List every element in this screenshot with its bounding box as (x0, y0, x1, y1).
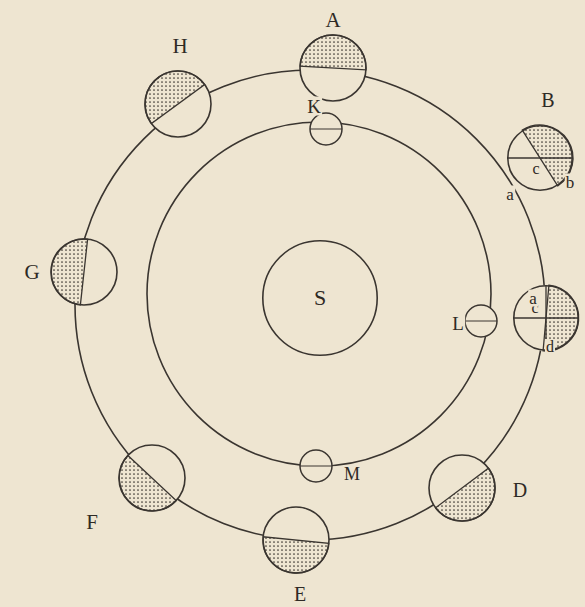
position-letter: G (23, 262, 40, 283)
planet-disc (51, 239, 117, 305)
planet-outline (145, 71, 211, 137)
planet-outline (263, 507, 329, 573)
shaded-half (119, 455, 176, 510)
position-letter: H (171, 36, 188, 57)
inner-body-line (310, 129, 342, 130)
node-outline (507, 125, 573, 191)
planet-circle: c (507, 125, 573, 191)
position-letter: a (528, 290, 538, 307)
planet-disc (263, 507, 329, 573)
sun-circle: S (262, 240, 378, 356)
circle-outline (508, 126, 572, 190)
planet-disc (429, 455, 495, 521)
position-letter: D (512, 480, 528, 500)
position-letter: A (324, 10, 341, 31)
inner-body (465, 305, 497, 337)
planet-outline (429, 455, 495, 521)
position-letter: L (451, 314, 465, 333)
position-letter: M (343, 465, 361, 483)
position-letter: E (293, 584, 307, 604)
planet-outline (300, 35, 366, 101)
inner-orbit (147, 122, 491, 466)
inner-body (300, 450, 332, 482)
planet-disc (300, 35, 366, 101)
planet-disc (119, 445, 185, 511)
node-letter: c (531, 161, 540, 177)
shaded-half (51, 239, 87, 305)
node-letter: S (313, 287, 327, 309)
shaded-half (436, 468, 495, 521)
position-letter: b (565, 174, 576, 191)
position-letter: d (545, 339, 555, 355)
shaded-half (263, 537, 329, 573)
planet-outline (119, 445, 185, 511)
diameter-line (507, 157, 573, 158)
position-letter: F (85, 512, 99, 533)
position-letter: B (540, 90, 555, 110)
shaded-half (300, 35, 366, 70)
planet-disc (145, 71, 211, 137)
planet-outline (51, 239, 117, 305)
position-letter: K (306, 97, 322, 116)
planet-disc (507, 125, 573, 191)
position-letter: a (505, 186, 515, 203)
outer-orbit (75, 70, 545, 540)
inner-body-line (300, 466, 332, 467)
circle-outline (263, 241, 377, 355)
inner-body-line (465, 321, 497, 322)
inner-body (310, 113, 342, 145)
shaded-half (145, 71, 205, 123)
